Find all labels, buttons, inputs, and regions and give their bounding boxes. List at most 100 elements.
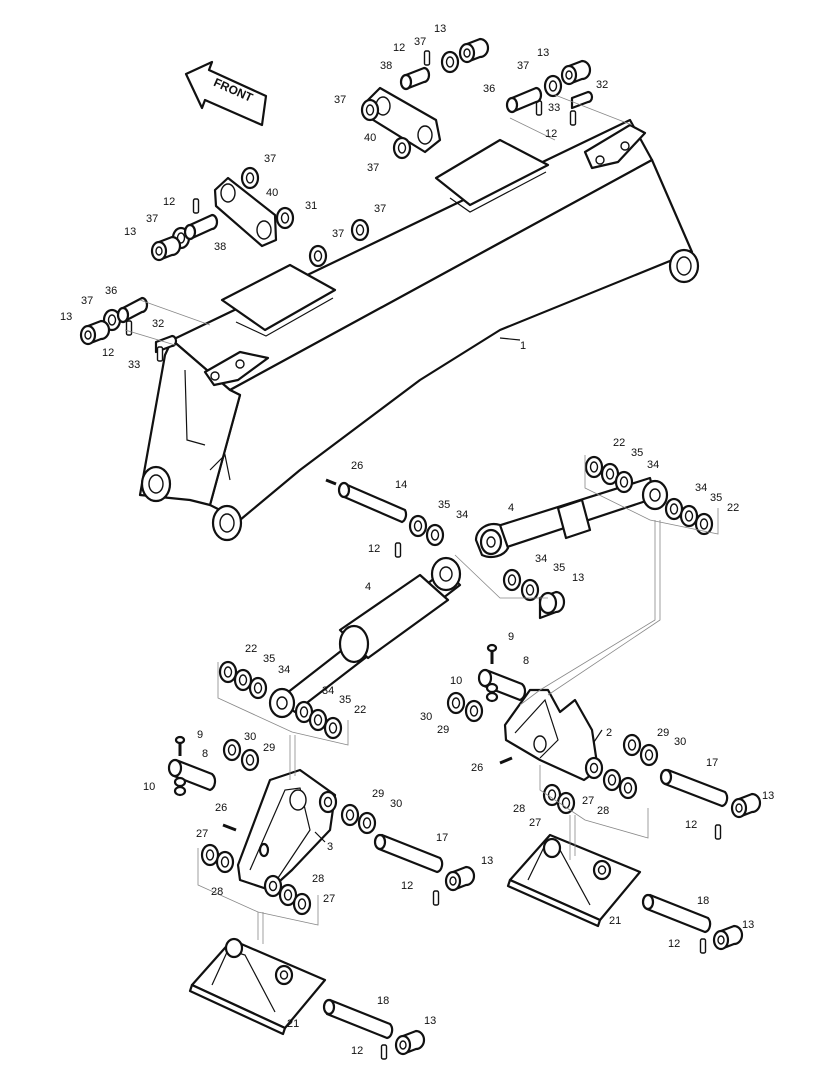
callout-35-c: 35 [438,499,450,511]
callout-26-b: 26 [471,762,483,774]
callout-12-e: 12 [368,543,380,555]
callout-34-c: 34 [456,509,468,521]
callout-8-left: 8 [202,748,208,760]
callout-18-right: 18 [697,895,709,907]
leader-lines [124,94,719,944]
callout-33-a: 33 [548,102,560,114]
callout-10-left: 10 [143,781,155,793]
main-frame [138,118,700,542]
callout-13-d: 13 [60,311,72,323]
callout-12-c: 12 [163,196,175,208]
callout-38-b: 38 [214,241,226,253]
callout-28-d: 28 [211,886,223,898]
callout-13-c: 13 [124,226,136,238]
callout-31: 31 [305,200,317,212]
callout-13-e: 13 [572,572,584,584]
callout-38-a: 38 [380,60,392,72]
pad-21-left [188,937,327,1036]
callout-29-b: 29 [657,727,669,739]
callout-12-h: 12 [668,938,680,950]
callout-37-e: 37 [264,153,276,165]
callout-13-i: 13 [424,1015,436,1027]
callout-4-upper: 4 [508,502,514,514]
callout-29-c: 29 [263,742,275,754]
callout-28-a: 28 [597,805,609,817]
callout-40-b: 40 [266,187,278,199]
callout-40-a: 40 [364,132,376,144]
pin-18-left [322,998,426,1060]
callout-13-b: 13 [537,47,549,59]
front-arrow: FRONT [184,60,268,127]
pin-8-left [167,735,377,916]
callout-30-b: 30 [674,736,686,748]
callout-2: 2 [606,727,612,739]
callout-22-a: 22 [613,437,625,449]
callout-3: 3 [327,841,333,853]
callout-13-f: 13 [762,790,774,802]
callout-27-d: 27 [323,893,335,905]
callout-27-c: 27 [196,828,208,840]
callout-12-b: 12 [545,128,557,140]
callout-12-d: 12 [102,347,114,359]
callout-30-d: 30 [390,798,402,810]
callout-17-left: 17 [436,832,448,844]
callout-13-g: 13 [481,855,493,867]
bracket-2 [503,688,604,782]
callout-34-f: 34 [322,685,334,697]
callout-27-b: 27 [529,817,541,829]
callout-32-b: 32 [152,318,164,330]
callout-32-a: 32 [596,79,608,91]
callout-37-f: 37 [146,213,158,225]
callout-34-a: 34 [647,459,659,471]
pin-14 [325,478,408,558]
callout-28-b: 28 [513,803,525,815]
cylinder-washers [218,455,714,740]
callout-35-d: 35 [553,562,565,574]
callout-9-left: 9 [197,729,203,741]
callout-21-right: 21 [609,915,621,927]
callout-18-left: 18 [377,995,389,1007]
callout-22-d: 22 [354,704,366,716]
callout-14: 14 [395,479,407,491]
callout-12-g: 12 [401,880,413,892]
callout-34-b: 34 [695,482,707,494]
callout-36-b: 36 [105,285,117,297]
callout-33-b: 33 [128,359,140,371]
callout-13-h: 13 [742,919,754,931]
link-plate-lower [213,176,278,248]
pin-17-right [659,768,762,840]
callout-22-c: 22 [245,643,257,655]
callout-1: 1 [520,340,526,352]
callout-26-c: 26 [215,802,227,814]
callout-37-d: 37 [367,162,379,174]
callout-37-b: 37 [517,60,529,72]
callout-26-a: 26 [351,460,363,472]
cylinder-upper [474,476,669,559]
cylinder-lower [268,556,462,719]
callout-35-f: 35 [339,694,351,706]
pin-17-left [373,833,476,906]
callout-35-b: 35 [710,492,722,504]
callout-12-a: 12 [393,42,405,54]
callout-12-i: 12 [351,1045,363,1057]
callout-34-d: 34 [535,553,547,565]
bracket-3 [236,768,338,898]
callout-4-lower: 4 [365,581,371,593]
callout-29-d: 29 [372,788,384,800]
callout-labels: 1 2 3 4 4 8 8 9 9 10 10 12 12 12 12 12 1… [60,23,774,1057]
callout-17-right: 17 [706,757,718,769]
callout-37-i: 37 [81,295,93,307]
callout-8-right: 8 [523,655,529,667]
callout-21-left: 21 [287,1018,299,1030]
callout-37-h: 37 [332,228,344,240]
callout-22-b: 22 [727,502,739,514]
top-small-parts [79,37,594,362]
callout-10-right: 10 [450,675,462,687]
callout-9-right: 9 [508,631,514,643]
callout-13-a: 13 [434,23,446,35]
callout-37-g: 37 [374,203,386,215]
pad-21-right [506,833,642,928]
callout-37-a: 37 [414,36,426,48]
callout-27-a: 27 [582,795,594,807]
